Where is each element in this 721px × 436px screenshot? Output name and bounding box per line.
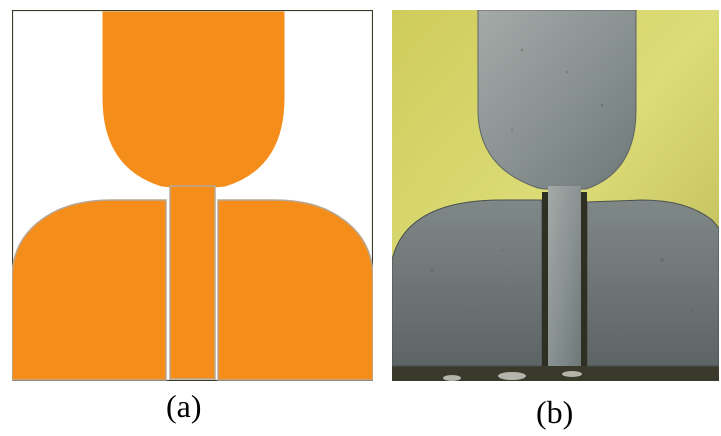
photo-ground-right: [586, 199, 719, 367]
radiating-patch: [102, 11, 285, 188]
photo-radiating-patch: [477, 10, 637, 190]
caption-b: (b): [536, 394, 574, 430]
antenna-layout-drawing: [12, 10, 373, 381]
fabricated-prototype-photo: [392, 10, 719, 381]
ground-plane-right: [217, 199, 373, 381]
photo-feed-gap-right: [581, 192, 587, 366]
caption-a: (a): [166, 388, 202, 424]
photo-feed-line: [548, 186, 581, 366]
feed-line: [169, 185, 216, 380]
photo-feed-gap-left: [542, 192, 548, 366]
photo-texture: [430, 48, 694, 331]
photo-bottom-highlights: [443, 371, 582, 381]
photo-svg: [392, 10, 719, 381]
ground-plane-left: [12, 199, 167, 381]
layout-svg: [12, 10, 373, 381]
photo-ground-left: [392, 199, 543, 367]
